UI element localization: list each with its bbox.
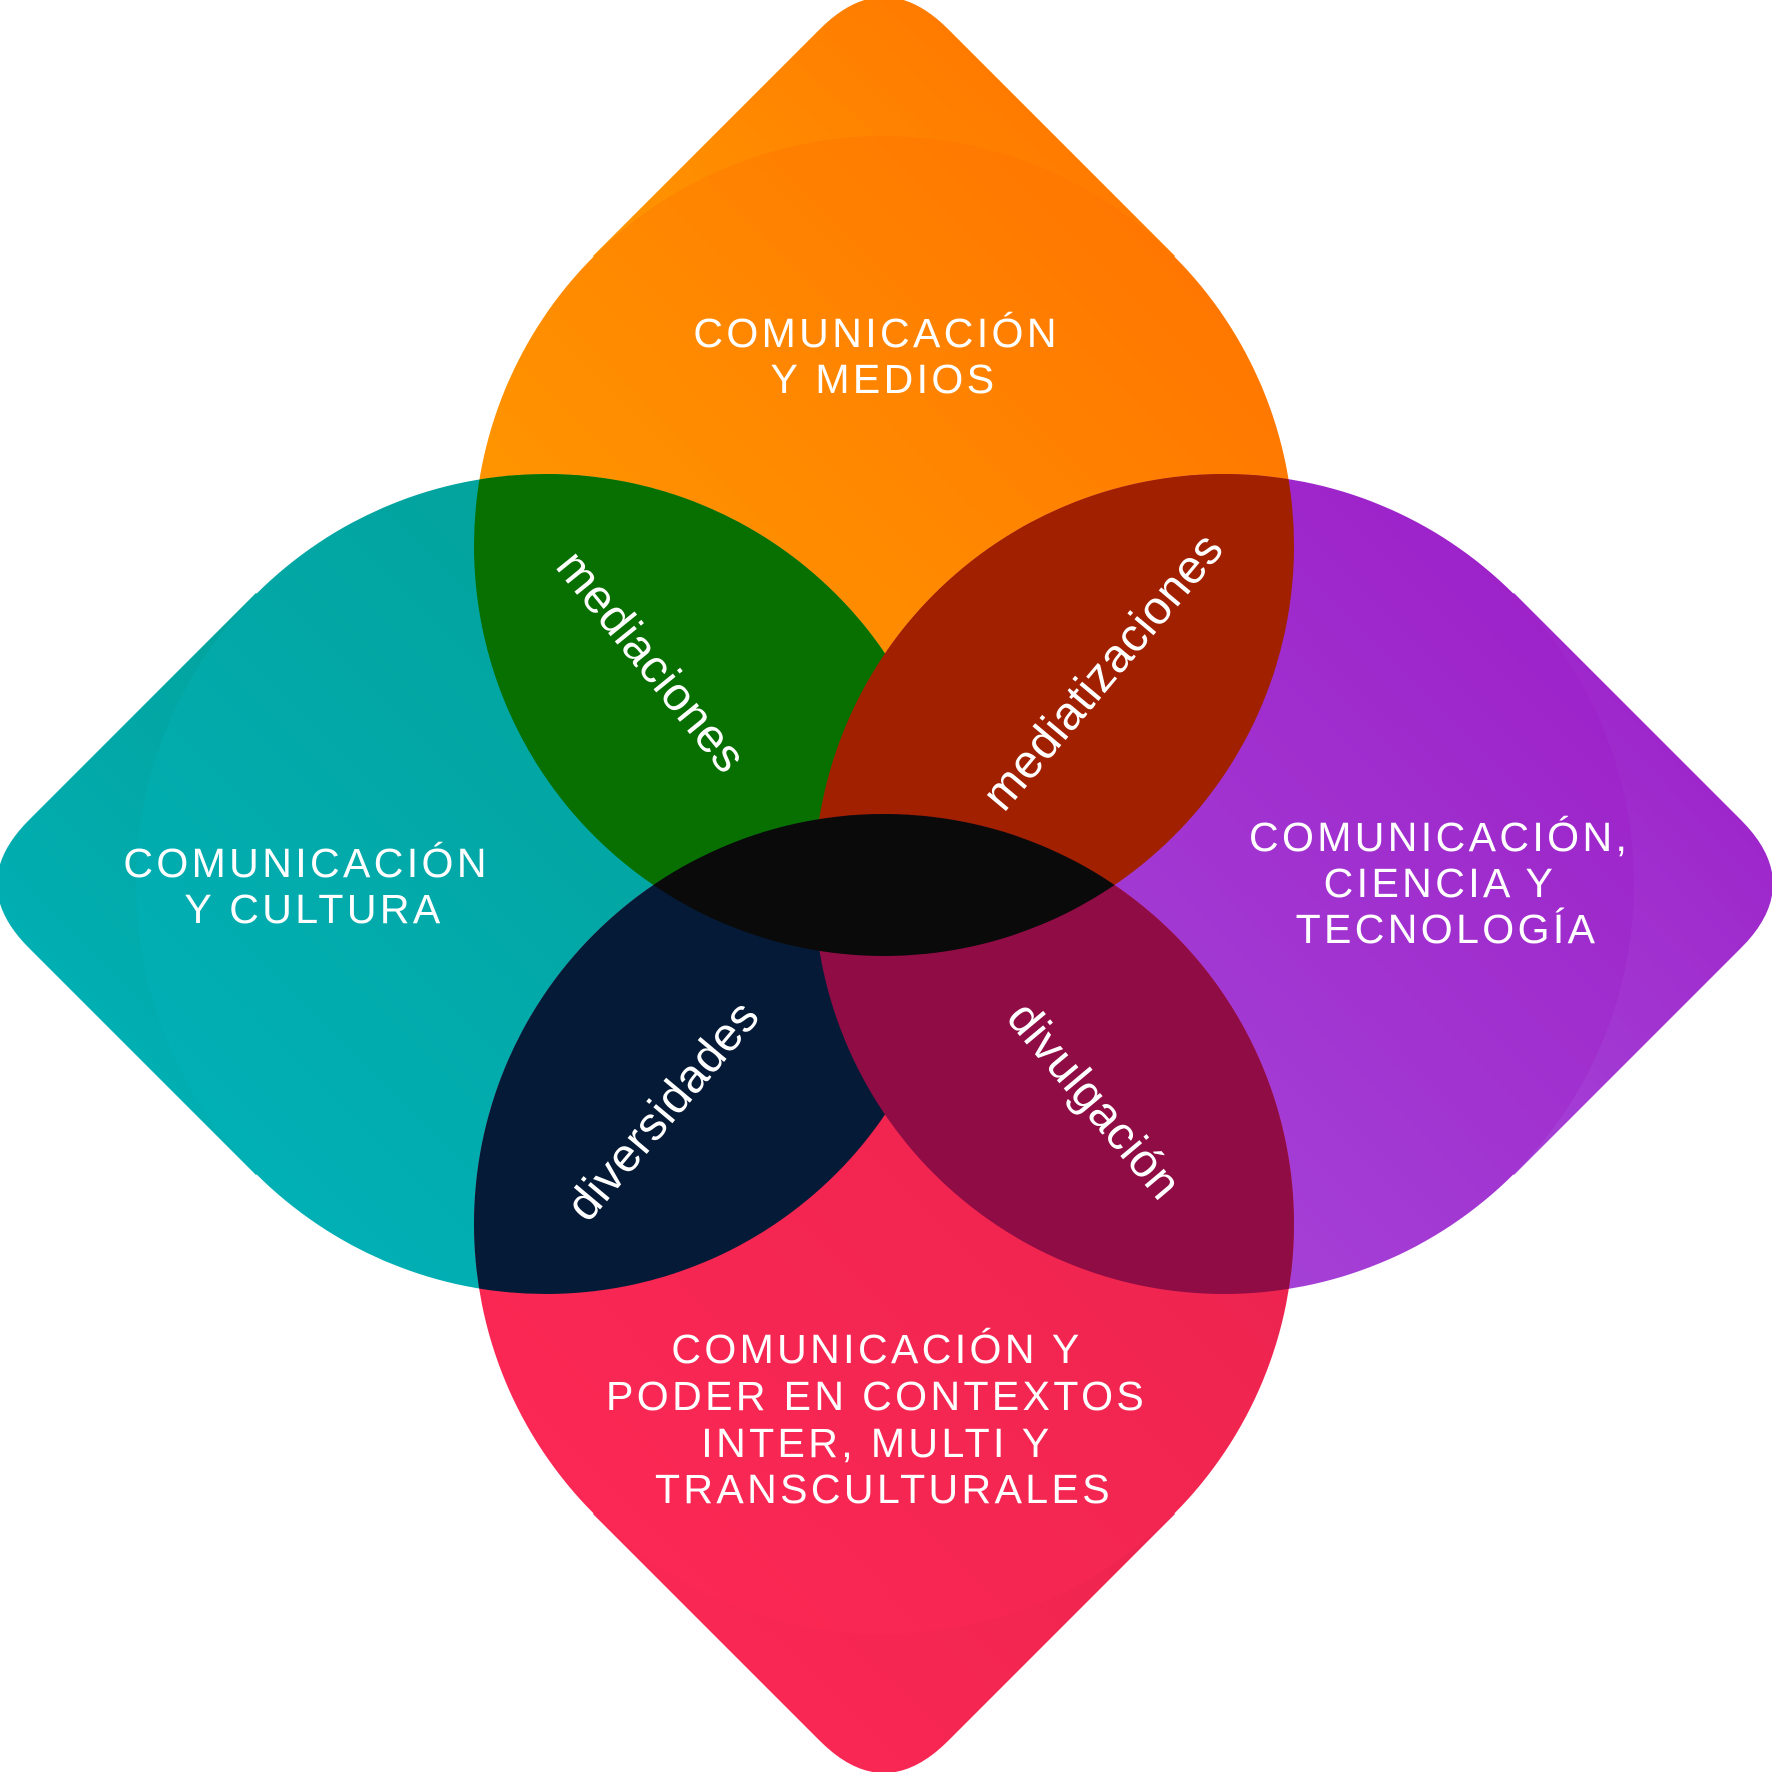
petal-top-title-line-2: Y MEDIOS: [771, 356, 998, 402]
petal-bottom: [474, 814, 1294, 1772]
petal-right-title-line-2: CIENCIA Y: [1324, 860, 1556, 906]
petal-top-title: COMUNICACIÓN Y MEDIOS: [693, 310, 1074, 402]
petal-right: [814, 474, 1772, 1294]
petal-top-title-line-1: COMUNICACIÓN: [693, 310, 1060, 356]
petal-bottom-title-line-3: INTER, MULTI Y: [701, 1420, 1052, 1466]
petal-left-title-line-1: COMUNICACIÓN: [123, 840, 490, 886]
petal-left: [0, 474, 956, 1294]
petal-bottom-title-line-1: COMUNICACIÓN Y: [671, 1326, 1082, 1372]
petal-left-title: COMUNICACIÓN Y CULTURA: [123, 840, 504, 932]
petal-bottom-title: COMUNICACIÓN Y PODER EN CONTEXTOS INTER,…: [606, 1326, 1162, 1512]
petal-bottom-title-line-4: TRANSCULTURALES: [655, 1466, 1113, 1512]
petal-left-title-line-2: Y CULTURA: [184, 886, 443, 932]
petal-right-title-line-3: TECNOLOGÍA: [1296, 906, 1599, 952]
petal-right-title-line-1: COMUNICACIÓN,: [1249, 814, 1630, 860]
petal-right-title: COMUNICACIÓN, CIENCIA Y TECNOLOGÍA: [1249, 814, 1645, 952]
petal-top: [474, 0, 1294, 956]
petal-bottom-title-line-2: PODER EN CONTEXTOS: [606, 1373, 1147, 1419]
